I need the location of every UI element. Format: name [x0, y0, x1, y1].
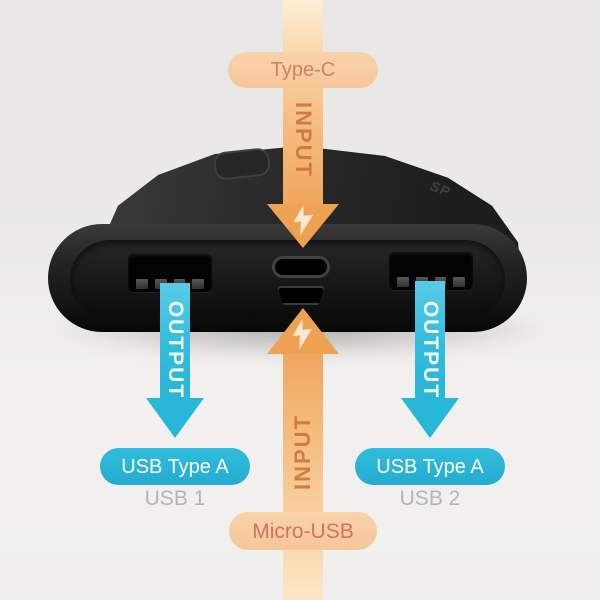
input-arrow-label-bottom: INPUT — [290, 414, 315, 490]
usb-type-a-pill-right: USB Type A — [355, 448, 505, 485]
lightning-bolt-icon — [293, 204, 314, 236]
output-arrow-label-right: OUTPUT — [419, 300, 442, 400]
output-arrow-label-left: OUTPUT — [164, 300, 187, 400]
usb1-caption: USB 1 — [144, 487, 206, 510]
type-c-input-arrow-band — [283, 0, 323, 206]
input-arrow-label-top: INPUT — [291, 102, 316, 178]
usb-type-a-pill-left: USB Type A — [100, 448, 250, 485]
type-c-pill-label: Type-C — [228, 52, 378, 88]
micro-usb-input-arrow-band — [283, 352, 323, 600]
micro-usb-pill-label: Micro-USB — [229, 512, 377, 550]
usb-type-c-port — [272, 256, 330, 278]
usb1-output-arrow-band — [160, 283, 190, 400]
usb2-output-arrow-band — [415, 281, 445, 400]
usb2-caption: USB 2 — [399, 487, 461, 510]
lightning-bolt-icon — [292, 318, 313, 350]
micro-usb-port — [277, 286, 325, 305]
